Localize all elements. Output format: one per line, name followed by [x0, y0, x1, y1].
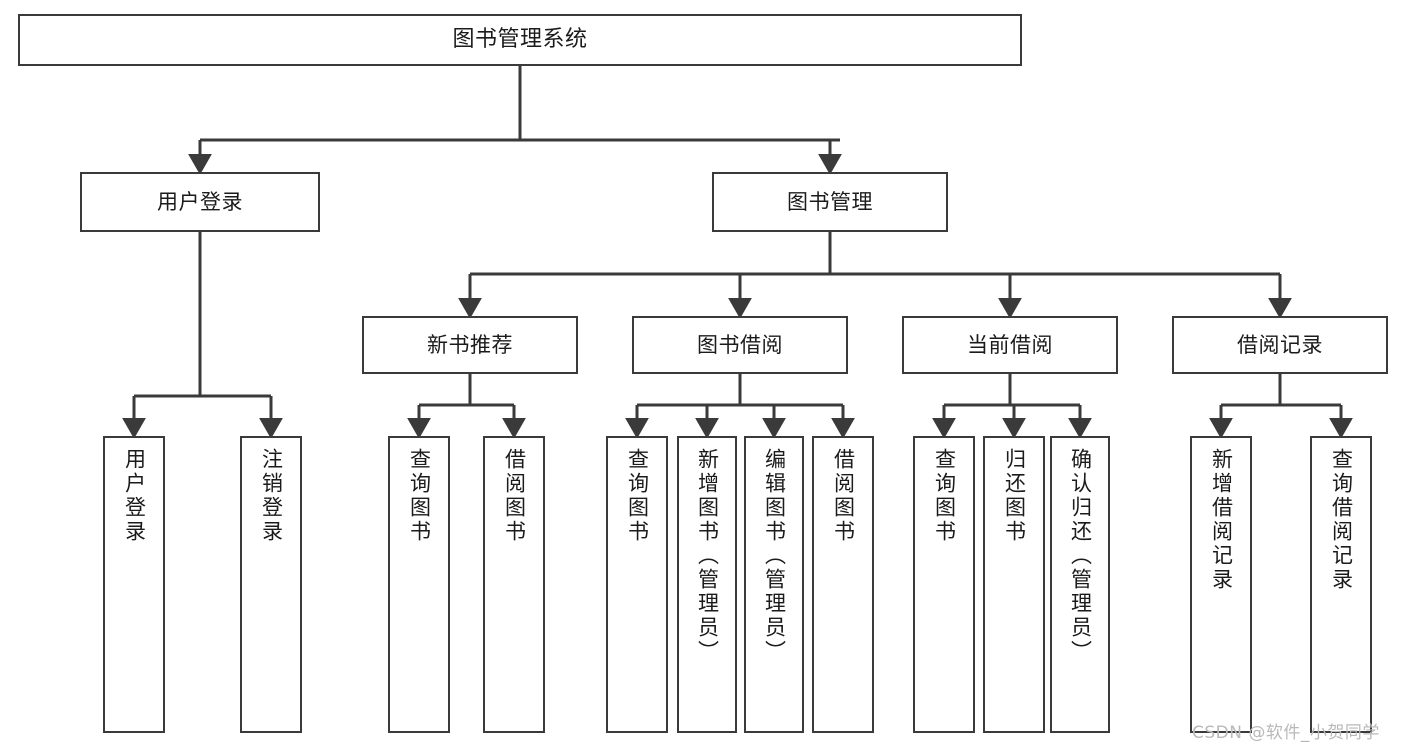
leaf-user-login[interactable]: 用户登录 — [103, 436, 165, 733]
node-root-label: 图书管理系统 — [452, 27, 588, 53]
node-borrow-record-label: 借阅记录 — [1237, 332, 1323, 357]
node-current-borrow[interactable]: 当前借阅 — [902, 316, 1118, 374]
node-current-borrow-label: 当前借阅 — [967, 332, 1053, 357]
leaf-query-borrow-record-label: 查询借阅记录 — [1329, 448, 1354, 592]
node-root-system[interactable]: 图书管理系统 — [18, 14, 1022, 66]
leaf-return-book-label: 归还图书 — [1002, 448, 1027, 544]
leaf-newbook-query-book-label: 查询图书 — [407, 448, 432, 544]
leaf-newbook-borrow-book[interactable]: 借阅图书 — [483, 436, 545, 733]
leaf-newbook-borrow-book-label: 借阅图书 — [502, 448, 527, 544]
csdn-watermark: CSDN @软件_小贺同学 — [1192, 723, 1380, 743]
leaf-confirm-return-admin[interactable]: 确认归还（管理员） — [1050, 436, 1110, 733]
node-new-book-recommend[interactable]: 新书推荐 — [362, 316, 578, 374]
leaf-edit-book-admin[interactable]: 编辑图书（管理员） — [744, 436, 804, 733]
leaf-newbook-query-book[interactable]: 查询图书 — [388, 436, 450, 733]
node-user-login[interactable]: 用户登录 — [80, 172, 320, 232]
leaf-user-login-label: 用户登录 — [122, 448, 147, 544]
node-book-borrow-label: 图书借阅 — [697, 332, 783, 357]
leaf-logout-label: 注销登录 — [259, 448, 284, 544]
leaf-borrow-book-label: 借阅图书 — [831, 448, 856, 544]
leaf-logout[interactable]: 注销登录 — [240, 436, 302, 733]
leaf-confirm-return-admin-label: 确认归还（管理员） — [1068, 448, 1093, 664]
leaf-borrow-query-book-label: 查询图书 — [625, 448, 650, 544]
leaf-current-query-book-label: 查询图书 — [932, 448, 957, 544]
node-book-management[interactable]: 图书管理 — [712, 172, 948, 232]
node-book-management-label: 图书管理 — [787, 189, 873, 214]
leaf-query-borrow-record[interactable]: 查询借阅记录 — [1310, 436, 1372, 733]
leaf-add-book-admin-label: 新增图书（管理员） — [695, 448, 720, 664]
leaf-borrow-book[interactable]: 借阅图书 — [812, 436, 874, 733]
node-user-login-label: 用户登录 — [157, 189, 243, 214]
leaf-add-borrow-record[interactable]: 新增借阅记录 — [1190, 436, 1252, 733]
leaf-add-borrow-record-label: 新增借阅记录 — [1209, 448, 1234, 592]
node-new-book-recommend-label: 新书推荐 — [427, 332, 513, 357]
leaf-add-book-admin[interactable]: 新增图书（管理员） — [677, 436, 737, 733]
leaf-borrow-query-book[interactable]: 查询图书 — [606, 436, 668, 733]
leaf-edit-book-admin-label: 编辑图书（管理员） — [762, 448, 787, 664]
node-book-borrow[interactable]: 图书借阅 — [632, 316, 848, 374]
leaf-current-query-book[interactable]: 查询图书 — [913, 436, 975, 733]
leaf-return-book[interactable]: 归还图书 — [983, 436, 1045, 733]
node-borrow-record[interactable]: 借阅记录 — [1172, 316, 1388, 374]
